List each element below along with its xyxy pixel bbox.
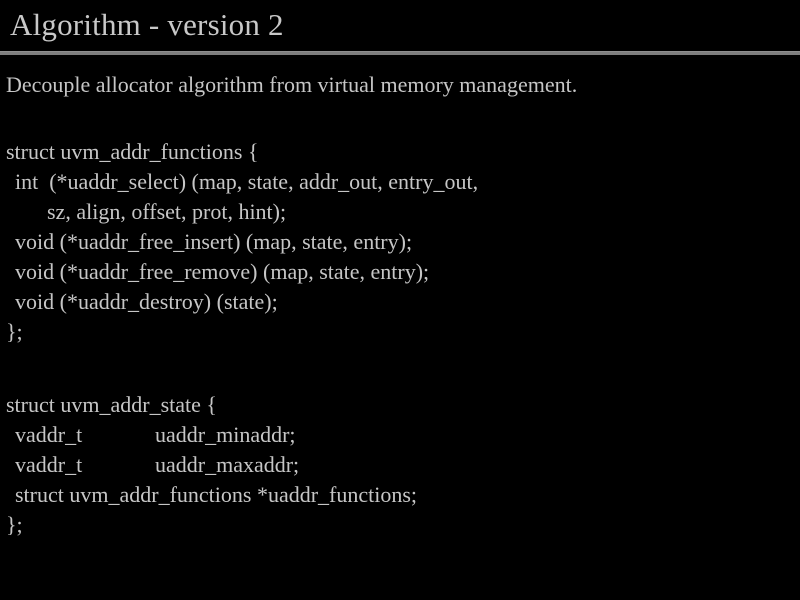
code-line: }; <box>6 512 23 537</box>
field-name: uaddr_minaddr; <box>155 422 296 447</box>
code-line: sz, align, offset, prot, hint); <box>47 199 287 224</box>
code-line: }; <box>6 319 23 344</box>
code-line: struct uvm_addr_functions *uaddr_functio… <box>15 482 418 507</box>
field-type: vaddr_t <box>15 452 83 477</box>
code-line: void (*uaddr_destroy) (state); <box>15 289 278 314</box>
code-block-uvm-addr-functions: struct uvm_addr_functions { int (*uaddr_… <box>0 137 478 347</box>
code-block-uvm-addr-state: struct uvm_addr_state { vaddr_t uaddr_min… <box>0 390 417 540</box>
field-type: vaddr_t <box>15 422 83 447</box>
intro-paragraph: Decouple allocator algorithm from virtua… <box>6 72 578 97</box>
code-line: struct uvm_addr_state { <box>6 392 217 417</box>
code-line: vaddr_t uaddr_minaddr; <box>0 420 417 450</box>
page-title: Algorithm - version 2 <box>10 7 284 42</box>
title-separator-rule <box>0 51 800 55</box>
code-line: struct uvm_addr_functions { <box>6 139 259 164</box>
code-line: int (*uaddr_select) (map, state, addr_ou… <box>15 169 479 194</box>
code-line: void (*uaddr_free_insert) (map, state, e… <box>15 229 413 254</box>
code-line: vaddr_t uaddr_maxaddr; <box>0 450 417 480</box>
field-name: uaddr_maxaddr; <box>155 452 300 477</box>
code-line: void (*uaddr_free_remove) (map, state, e… <box>15 259 430 284</box>
